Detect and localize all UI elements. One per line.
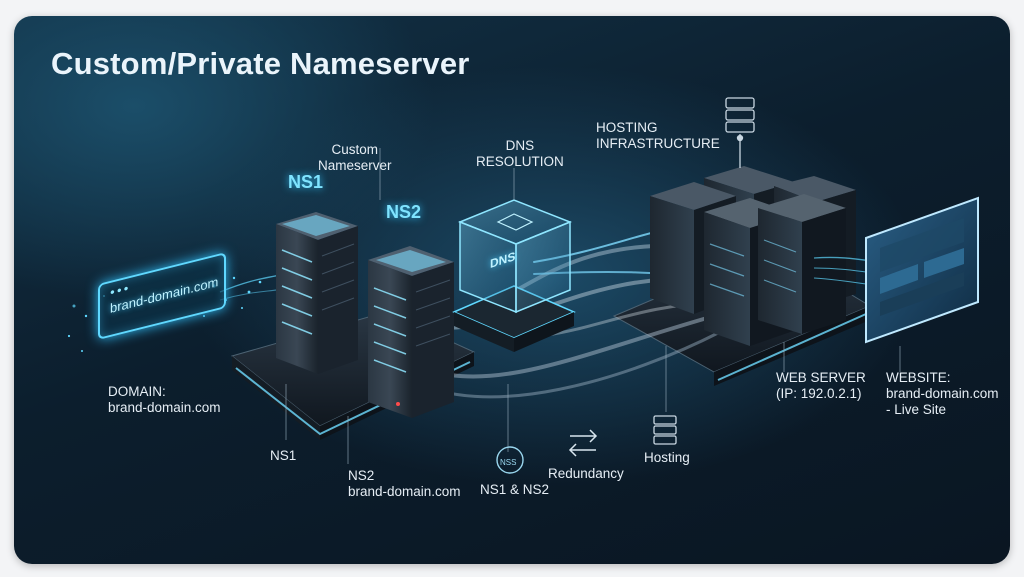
website-screen [865, 196, 979, 344]
custom-nameserver-label: Custom Nameserver [318, 142, 392, 173]
nss-badge-icon [496, 446, 524, 474]
ns1-server-tower [276, 212, 358, 374]
domain-label: DOMAIN: brand-domain.com [108, 384, 221, 415]
website-label: WEBSITE: brand-domain.com - Live Site [886, 370, 999, 417]
page-title: Custom/Private Nameserver [51, 46, 470, 81]
dns-cube [452, 199, 576, 352]
hosting-infrastructure-label: HOSTING INFRASTRUCTURE [596, 120, 720, 151]
ns2-server-tower [368, 246, 454, 418]
window-dots: ●●● [110, 282, 131, 297]
ns1-ns2-label: NS1 & NS2 [480, 482, 550, 497]
nss-badge-label: NSS [500, 458, 517, 467]
ns2-label: NS2 brand-domain.com [348, 468, 461, 499]
server-rack-icon [725, 97, 755, 168]
redundancy-label: Redundancy [548, 466, 624, 481]
diagram-card: Custom/Private Nameserver ●●● brand-doma… [14, 16, 1010, 564]
leader-lines [285, 148, 901, 464]
hosting-server-icon [653, 415, 677, 445]
network-diagram [67, 97, 979, 474]
ns1-label: NS1 [270, 448, 297, 463]
hosting-racks [650, 166, 856, 346]
swap-arrows-icon [568, 429, 598, 457]
ns1-glow-label: NS1 [288, 172, 324, 192]
hosting-label: Hosting [644, 450, 690, 465]
ns2-glow-label: NS2 [386, 202, 422, 222]
domain-card-text: brand-domain.com [110, 273, 219, 316]
dns-resolution-label: DNS RESOLUTION [476, 138, 564, 169]
web-server-label: WEB SERVER (IP: 192.0.2.1) [776, 370, 866, 401]
